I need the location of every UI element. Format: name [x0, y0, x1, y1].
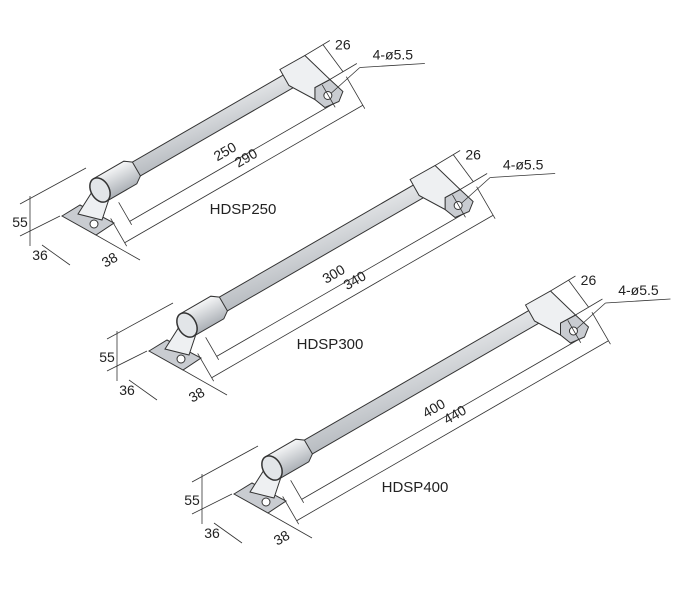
model-label: HDSP400: [382, 479, 449, 496]
bracket-width-label: 26: [335, 37, 351, 53]
left-foot-plate: [61, 204, 115, 236]
mounting-holes-label: 4-ø5.5: [503, 157, 544, 173]
dimension-line: [124, 104, 364, 244]
bracket-width-label: 26: [465, 147, 481, 163]
extension-line: [304, 40, 331, 56]
leader-line: [490, 173, 556, 178]
foot-height-label: 36: [32, 247, 48, 263]
handle-rod: [297, 305, 546, 459]
leader-line: [605, 298, 671, 304]
extension-line: [106, 302, 174, 340]
extension-line: [434, 150, 461, 166]
extension-line: [329, 63, 358, 80]
dimension-line: [128, 379, 158, 401]
dimension-line: [211, 214, 494, 379]
extension-line: [321, 84, 336, 108]
mounting-holes-label: 4-ø5.5: [373, 47, 414, 63]
foot-width-label: 38: [271, 527, 293, 549]
leader-line: [330, 67, 361, 94]
extension-line: [19, 215, 61, 237]
extension-line: [118, 202, 133, 226]
extension-line: [191, 445, 259, 483]
mounting-hole: [261, 497, 271, 507]
leader-line: [576, 302, 606, 330]
dimension-line: [568, 279, 589, 308]
extension-line: [452, 194, 466, 218]
model-label: HDSP300: [297, 336, 364, 353]
collar-end-face: [89, 177, 111, 203]
extension-line: [567, 320, 582, 344]
extension-line: [191, 493, 233, 515]
dimension-line: [267, 512, 313, 539]
extension-line: [205, 337, 220, 361]
extension-line: [19, 167, 87, 205]
foot-width-label: 38: [99, 249, 121, 271]
dimension-line: [452, 154, 474, 182]
extension-line: [575, 298, 603, 316]
extension-line: [476, 186, 496, 219]
foot-height-label: 36: [204, 525, 220, 541]
extension-line: [197, 353, 215, 382]
extension-line: [345, 76, 366, 109]
leader-line: [460, 177, 491, 204]
extension-line: [282, 496, 300, 525]
height-label: 55: [184, 492, 200, 508]
foot-height-label: 36: [119, 382, 135, 398]
mounting-hole: [323, 91, 333, 100]
mounting-hole: [89, 219, 99, 229]
foot-width-label: 38: [186, 384, 208, 406]
left-foot-plate: [148, 339, 202, 371]
collar-end-face: [261, 455, 283, 481]
collar-end-face: [176, 312, 198, 338]
right-bracket: [409, 164, 461, 211]
dimension-line: [213, 522, 243, 544]
leader-line: [359, 63, 425, 68]
left-foot-plate: [233, 482, 287, 514]
dimension-line: [301, 339, 579, 500]
dimension-line: [95, 234, 141, 261]
dimension-line: [182, 369, 228, 396]
mounting-hole: [453, 201, 463, 210]
extension-line: [459, 173, 488, 190]
dimension-line: [216, 213, 464, 357]
height-label: 55: [99, 349, 115, 365]
extension-line: [591, 311, 611, 345]
dimension-line: [296, 340, 609, 522]
height-label: 55: [12, 214, 28, 230]
mounting-hole: [176, 354, 186, 364]
bracket-width-label: 26: [581, 272, 597, 288]
dimension-line: [129, 103, 334, 222]
extension-line: [290, 480, 305, 504]
mounting-holes-label: 4-ø5.5: [618, 282, 659, 298]
model-label: HDSP250: [210, 201, 277, 218]
dimension-line: [322, 44, 344, 72]
extension-line: [106, 350, 148, 372]
extension-line: [550, 275, 576, 292]
handle-rod: [125, 69, 300, 181]
extension-line: [110, 218, 128, 247]
mounting-hole: [568, 326, 578, 336]
dimension-line: [41, 244, 71, 266]
